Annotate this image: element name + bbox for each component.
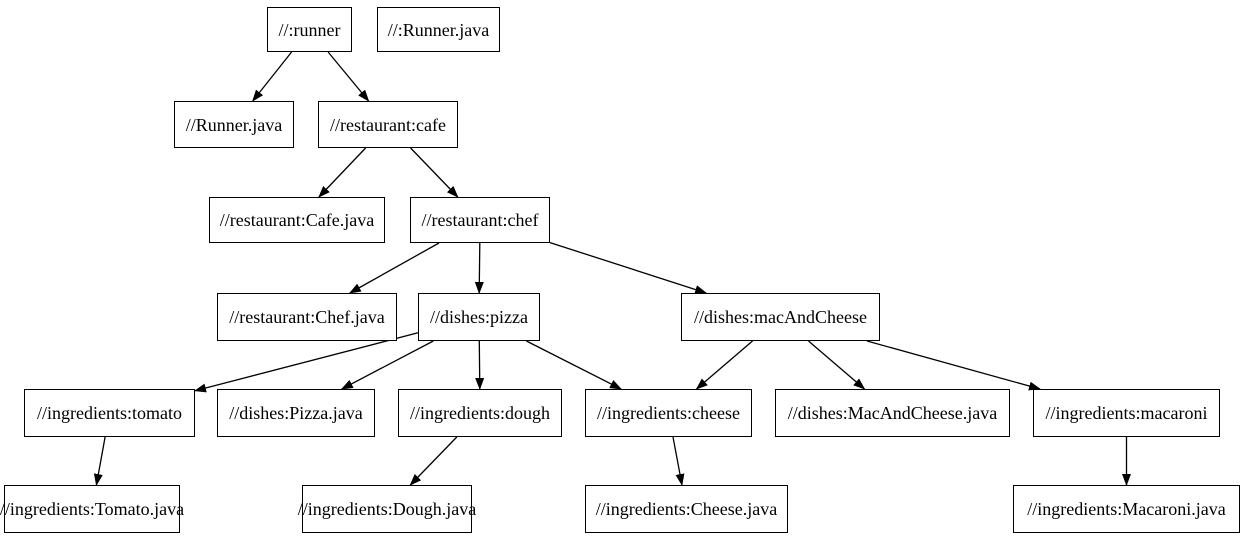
- graph-node-label: //dishes:Pizza.java: [229, 403, 363, 423]
- graph-node-label: //ingredients:tomato: [37, 403, 182, 423]
- graph-node-label: //restaurant:Cafe.java: [219, 210, 375, 230]
- graph-node-label: //ingredients:Macaroni.java: [1027, 499, 1226, 519]
- graph-node-chef-java: //restaurant:Chef.java: [217, 293, 397, 341]
- graph-node-label: //Runner.java: [185, 114, 283, 135]
- graph-node-runner-java-top: //:Runner.java: [377, 7, 500, 52]
- graph-edge-mac-and-cheese-to-mac-and-cheese-java: [808, 340, 866, 390]
- graph-node-label: //restaurant:cafe: [330, 114, 446, 135]
- graph-node-label: //ingredients:cheese: [597, 403, 740, 423]
- graph-node-label: //dishes:macAndCheese: [694, 307, 867, 327]
- graph-node-cheese: //ingredients:cheese: [585, 389, 752, 437]
- graph-edge-cheese-to-cheese-java: [672, 436, 685, 486]
- graph-node-mac-and-cheese-java: //dishes:MacAndCheese.java: [775, 389, 1010, 437]
- graph-edge-pizza-to-cheese: [526, 340, 622, 390]
- graph-node-label: //dishes:pizza: [430, 307, 528, 327]
- graph-node-runner-java: //Runner.java: [174, 101, 294, 148]
- graph-node-label: //ingredients:Cheese.java: [595, 499, 778, 519]
- graph-node-pizza: //dishes:pizza: [418, 293, 540, 341]
- graph-node-label: //restaurant:chef: [421, 210, 539, 230]
- graph-edge-cafe-to-chef: [410, 147, 459, 198]
- graph-edge-dough-to-dough-java: [409, 436, 458, 486]
- graph-edge-cafe-to-cafe-java: [318, 147, 367, 198]
- graph-edge-chef-to-mac-and-cheese: [549, 241, 708, 294]
- graph-edge-mac-and-cheese-to-cheese: [695, 340, 753, 390]
- graph-node-label: //:Runner.java: [387, 19, 490, 40]
- graph-edge-chef-to-pizza: [474, 242, 484, 294]
- graph-node-label: //ingredients:dough: [410, 403, 550, 423]
- graph-edge-pizza-to-tomato: [194, 332, 419, 393]
- graph-node-macaroni: //ingredients:macaroni: [1033, 389, 1220, 437]
- graph-edge-runner-to-cafe: [327, 51, 370, 102]
- graph-edge-chef-to-chef-java: [348, 242, 440, 294]
- graph-node-mac-and-cheese: //dishes:macAndCheese: [681, 293, 880, 341]
- graph-node-dough-java: //ingredients:Dough.java: [298, 485, 476, 533]
- graph-node-label: //:runner: [278, 19, 341, 40]
- graph-node-label: //ingredients:Tomato.java: [0, 499, 185, 519]
- graph-edge-mac-and-cheese-to-macaroni: [866, 340, 1041, 391]
- graph-edge-pizza-to-pizza-java: [340, 340, 434, 390]
- graph-node-chef: //restaurant:chef: [410, 197, 550, 243]
- graph-node-cafe-java: //restaurant:Cafe.java: [209, 197, 385, 243]
- graph-node-tomato: //ingredients:tomato: [24, 389, 195, 437]
- graph-node-cafe: //restaurant:cafe: [318, 101, 458, 148]
- graph-node-cheese-java: //ingredients:Cheese.java: [585, 485, 788, 533]
- graph-edge-tomato-to-tomato-java: [93, 436, 106, 486]
- graph-node-runner: //:runner: [267, 7, 352, 52]
- graph-node-pizza-java: //dishes:Pizza.java: [217, 389, 375, 437]
- graph-node-label: //dishes:MacAndCheese.java: [787, 403, 998, 423]
- graph-edge-pizza-to-dough: [475, 340, 485, 390]
- graph-edge-runner-to-runner-java: [252, 51, 293, 102]
- graph-node-macaroni-java: //ingredients:Macaroni.java: [1013, 485, 1240, 533]
- graph-node-tomato-java: //ingredients:Tomato.java: [0, 485, 184, 533]
- graph-node-label: //restaurant:Chef.java: [229, 307, 385, 327]
- graph-node-label: //ingredients:Dough.java: [297, 499, 477, 519]
- graph-node-dough: //ingredients:dough: [398, 389, 562, 437]
- graph-node-label: //ingredients:macaroni: [1045, 403, 1208, 423]
